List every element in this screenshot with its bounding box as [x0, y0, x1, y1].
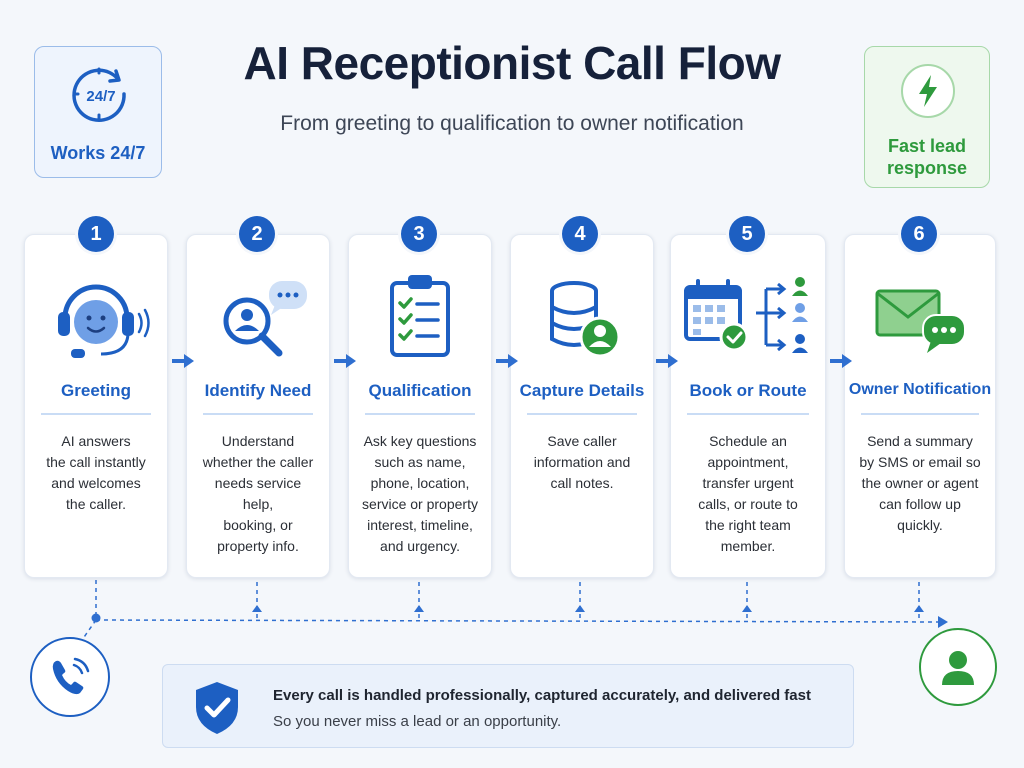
- fast-lead-badge: Fast lead response: [864, 46, 990, 188]
- page-title: AI Receptionist Call Flow: [243, 37, 781, 89]
- step-divider-5: [687, 413, 809, 415]
- step-desc-line: the caller.: [66, 496, 126, 512]
- step-desc-line: the call instantly: [46, 454, 146, 470]
- step-desc-line: information and: [533, 454, 631, 470]
- fast-lead-line2: response: [886, 158, 968, 178]
- summary-banner: Every call is handled professionally, ca…: [162, 664, 854, 748]
- fast-lead-line1: Fast lead: [887, 136, 967, 156]
- step-desc-line: the owner or agent: [861, 475, 979, 491]
- step-title-3: Qualification: [368, 381, 472, 400]
- step-title-5: Book or Route: [689, 381, 807, 400]
- clock-24-7-icon: 24/7: [72, 67, 126, 123]
- lightning-bolt-icon: [901, 64, 955, 118]
- summary-headline: Every call is handled professionally, ca…: [273, 687, 811, 704]
- step-desc-3: Ask key questions such as name, phone, l…: [361, 431, 479, 557]
- step-desc-2: Understand whether the caller needs serv…: [199, 431, 317, 557]
- step-number-4: 4: [562, 216, 598, 252]
- step-desc-line: quickly.: [897, 517, 943, 533]
- step-title-2: Identify Need: [204, 381, 312, 400]
- step-number-1: 1: [78, 216, 114, 252]
- step-divider-2: [203, 413, 313, 415]
- arrow-right-icon: [172, 354, 194, 368]
- arrow-right-icon: [656, 354, 678, 368]
- step-card-5: Book or Route Schedule an appointment, t…: [670, 234, 826, 578]
- step-desc-line: interest, timeline,: [367, 517, 473, 533]
- step-divider-4: [527, 413, 637, 415]
- step-desc-6: Send a summary by SMS or email so the ow…: [857, 431, 983, 536]
- page-subtitle: From greeting to qualification to owner …: [280, 112, 744, 135]
- shield-check-icon: [196, 682, 238, 734]
- step-desc-line: phone, location,: [370, 475, 470, 491]
- works-24-7-label: Works 24/7: [50, 143, 146, 163]
- step-desc-line: needs service help,: [214, 475, 302, 512]
- step-desc-line: by SMS or email so: [859, 454, 981, 470]
- step-desc-line: service or property: [362, 496, 478, 512]
- step-desc-line: Save caller: [547, 433, 617, 449]
- step-desc-line: Understand: [221, 433, 295, 449]
- summary-subtext: So you never miss a lead or an opportuni…: [273, 713, 562, 730]
- step-number-3: 3: [401, 216, 437, 252]
- step-desc-4: Save caller information and call notes.: [523, 431, 641, 494]
- step-number-6: 6: [901, 216, 937, 252]
- step-title-6: Owner Notification: [848, 381, 992, 398]
- step-desc-line: booking, or: [223, 517, 293, 533]
- step-desc-line: the right team: [705, 517, 791, 533]
- calendar-route-icon: [684, 277, 808, 353]
- step-card-4: Capture Details Save caller information …: [510, 234, 654, 578]
- arrow-right-icon: [334, 354, 356, 368]
- clipboard-checklist-icon: [390, 275, 450, 357]
- step-number-5: 5: [729, 216, 765, 252]
- headset-agent-icon: [58, 284, 150, 358]
- step-divider-6: [861, 413, 979, 415]
- step-desc-line: Send a summary: [867, 433, 973, 449]
- step-card-6: Owner Notification Send a summary by SMS…: [844, 234, 996, 578]
- database-user-icon: [550, 281, 621, 358]
- step-desc-line: can follow up: [879, 496, 961, 512]
- clock-24-7-text: 24/7: [86, 88, 115, 105]
- caller-phone-circle: [30, 637, 110, 717]
- step-desc-line: transfer urgent: [702, 475, 794, 491]
- step-number-2: 2: [239, 216, 275, 252]
- step-desc-line: whether the caller: [202, 454, 314, 470]
- step-card-2: Identify Need Understand whether the cal…: [186, 234, 330, 578]
- arrow-right-icon: [496, 354, 518, 368]
- step-card-3: Qualification Ask key questions such as …: [348, 234, 492, 578]
- step-desc-line: call notes.: [550, 475, 614, 491]
- step-card-1: Greeting AI answers the call instantly a…: [24, 234, 168, 578]
- step-desc-1: AI answers the call instantly and welcom…: [37, 431, 155, 515]
- search-person-chat-icon: [223, 281, 307, 357]
- step-divider-1: [41, 413, 151, 415]
- step-title-4: Capture Details: [519, 381, 645, 400]
- fast-lead-label: Fast lead response: [865, 135, 989, 179]
- step-desc-line: Ask key questions: [363, 433, 477, 449]
- step-desc-line: appointment,: [707, 454, 789, 470]
- step-divider-3: [365, 413, 475, 415]
- step-desc-line: and welcomes: [51, 475, 141, 491]
- step-desc-line: and urgency.: [380, 538, 460, 554]
- step-desc-5: Schedule an appointment, transfer urgent…: [683, 431, 813, 557]
- step-desc-line: AI answers: [61, 433, 131, 449]
- user-icon: [942, 651, 974, 685]
- step-title-1: Greeting: [61, 381, 131, 400]
- step-desc-line: property info.: [217, 538, 299, 554]
- step-desc-line: member.: [720, 538, 776, 554]
- step-desc-line: Schedule an: [709, 433, 787, 449]
- phone-call-icon: [52, 657, 90, 695]
- works-24-7-badge: 24/7 Works 24/7: [34, 46, 162, 178]
- step-desc-line: calls, or route to: [698, 496, 798, 512]
- email-message-icon: [875, 289, 966, 353]
- step-desc-line: such as name,: [374, 454, 466, 470]
- arrow-right-icon: [830, 354, 852, 368]
- owner-user-circle: [919, 628, 997, 706]
